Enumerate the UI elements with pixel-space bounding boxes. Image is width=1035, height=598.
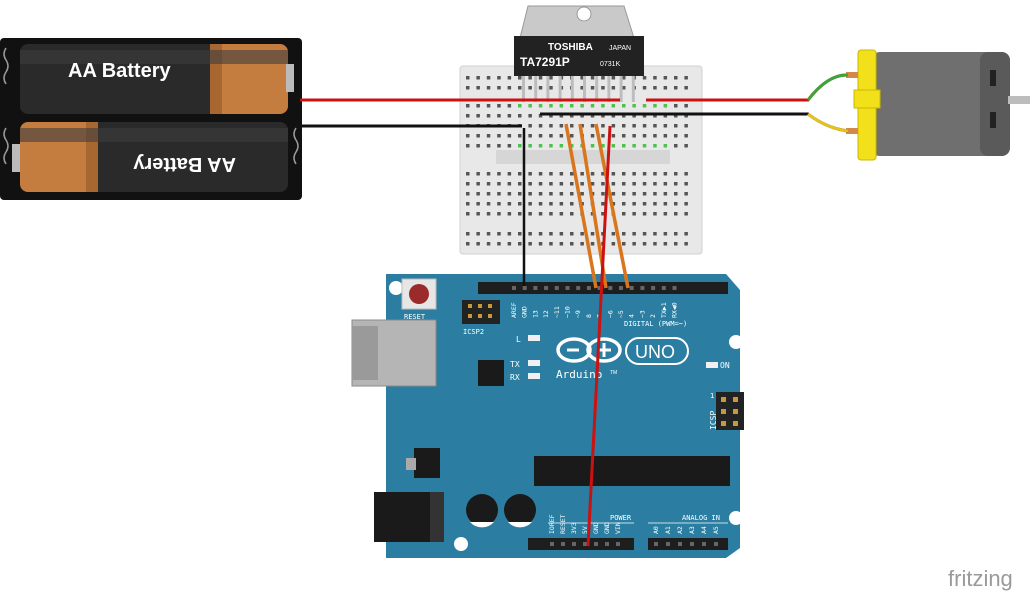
pin-label: GND: [592, 522, 600, 534]
pin-label: A2: [676, 526, 684, 534]
pin-label: AREF: [510, 302, 518, 318]
pin-label: 2: [649, 314, 657, 318]
pin-label: A1: [664, 526, 672, 534]
pin-label: ~3: [638, 310, 646, 318]
pin-label: 8: [585, 314, 593, 318]
battery-pack: AA Battery AA Battery: [0, 38, 302, 200]
pin-label: A3: [688, 526, 696, 534]
pin-label: GND: [521, 306, 529, 318]
motor-driver-chip: TOSHIBA JAPAN TA7291P 0731K: [514, 5, 644, 102]
pin-label: TX▶1: [660, 302, 668, 318]
logo-brand: Arduino: [556, 368, 602, 381]
pin-label: GND: [603, 522, 611, 534]
analog-header: [648, 538, 728, 550]
power-header: [528, 538, 634, 550]
icsp-header: [716, 392, 744, 430]
pin-label: IOREF: [548, 514, 556, 534]
pin-label: A0: [652, 526, 660, 534]
arduino-uno: RESET ICSP2 L TX RX ON: [351, 274, 744, 558]
pin-label: VIN: [614, 522, 622, 534]
led-l-label: L: [516, 335, 521, 344]
pin-label: ~9: [574, 310, 582, 318]
pin-label: ~5: [617, 310, 625, 318]
wire-5v: [586, 125, 612, 547]
chip-country: JAPAN: [609, 45, 631, 52]
breadboard-holes: [466, 76, 688, 246]
pin-label: A4: [700, 526, 708, 534]
fritzing-watermark: fritzing: [948, 566, 1013, 591]
led-on-label: ON: [720, 361, 730, 370]
pin-label: 4: [628, 314, 636, 318]
chip-pins: [522, 76, 635, 102]
pin-label: A5: [712, 526, 720, 534]
pin-label: RX◀0: [671, 302, 679, 318]
digital-label: DIGITAL (PWM=~): [624, 320, 687, 328]
chip-code: 0731K: [600, 61, 621, 68]
battery-cell-top: AA Battery: [20, 44, 294, 114]
logo-model: UNO: [635, 342, 675, 362]
pin-label: ~11: [553, 306, 561, 318]
arduino-logo: UNO Arduino TM: [556, 337, 689, 381]
breadboard: [459, 65, 703, 255]
wire-motor-b-yellow: [807, 112, 849, 133]
led-rx-label: RX: [510, 373, 520, 382]
battery-label-bottom: AA Battery: [133, 153, 236, 175]
battery-label-top: AA Battery: [68, 60, 171, 82]
analog-pin-labels: A0 A1 A2 A3 A4 A5: [652, 526, 720, 534]
logo-tm: TM: [610, 370, 617, 376]
icsp-label: ICSP: [709, 411, 718, 430]
pin-label: ~6: [606, 310, 614, 318]
analog-label: ANALOG IN: [682, 514, 720, 522]
reset-label: RESET: [404, 313, 426, 321]
icsp-pin1: 1: [710, 392, 714, 400]
reset-button[interactable]: [401, 278, 437, 310]
power-label: POWER: [610, 514, 632, 522]
wire-control-3: [594, 123, 630, 289]
pin-label: 13: [531, 310, 539, 318]
icsp2-label: ICSP2: [463, 328, 484, 336]
wire-motor-a-green: [806, 73, 849, 101]
pin-label: 3V3: [570, 522, 578, 534]
pin-label: 12: [542, 310, 550, 318]
pin-label: RESET: [559, 514, 567, 534]
icsp2-header: [462, 300, 500, 324]
pin-label: 5V: [581, 526, 589, 534]
chip-part: TA7291P: [520, 55, 570, 69]
battery-cell-bottom: AA Battery: [12, 122, 288, 192]
wires: [300, 73, 849, 547]
led-tx-label: TX: [510, 360, 520, 369]
chip-brand: TOSHIBA: [548, 42, 593, 53]
dc-motor: [846, 49, 1030, 161]
pin-label: ~10: [564, 306, 572, 318]
wire-control-1: [564, 123, 598, 289]
